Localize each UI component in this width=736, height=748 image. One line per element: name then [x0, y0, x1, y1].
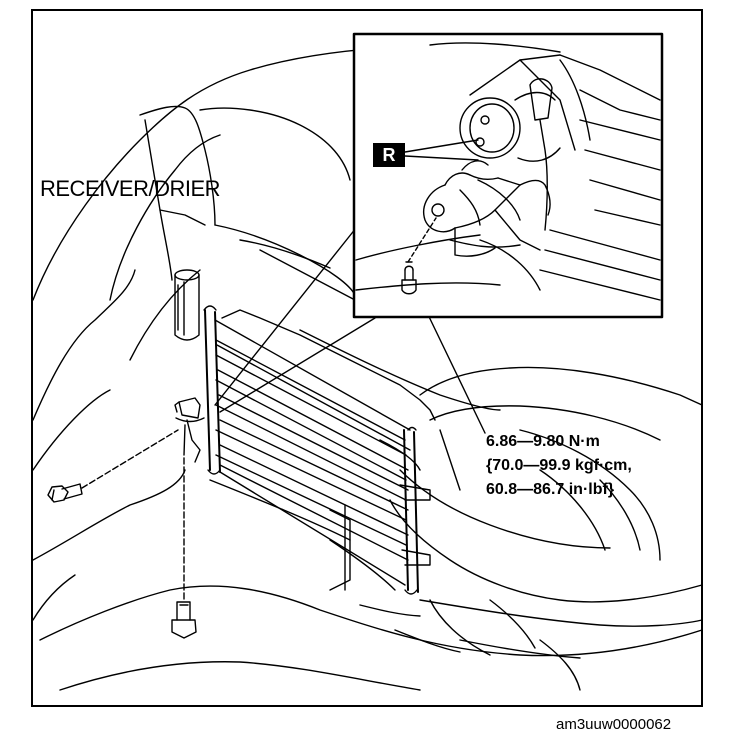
- torque-spec-kgfcm: {70.0—99.9 kgf·cm,: [486, 457, 632, 474]
- torque-spec-label: 6.86—9.80 N·m {70.0—99.9 kgf·cm, 60.8—86…: [486, 430, 632, 502]
- torque-leader-line: [419, 297, 486, 434]
- torque-spec-nm: 6.86—9.80 N·m: [486, 433, 600, 450]
- callout-line-upper: [214, 227, 357, 406]
- bolt-left: [47, 483, 83, 503]
- receiver-drier-label: RECEIVER/DRIER: [40, 176, 221, 201]
- torque-spec-inlbf: 60.8—86.7 in·lbf}: [486, 481, 615, 498]
- bolt-bottom: [171, 601, 197, 639]
- receiver-drier: [174, 269, 205, 463]
- leader-lines: [81, 429, 185, 601]
- condenser: [203, 305, 436, 595]
- callout-line-lower: [219, 317, 376, 413]
- replace-marker-badge: R: [373, 143, 405, 167]
- figure-id: am3uuw0000062: [556, 716, 672, 733]
- detail-inset: [352, 32, 664, 319]
